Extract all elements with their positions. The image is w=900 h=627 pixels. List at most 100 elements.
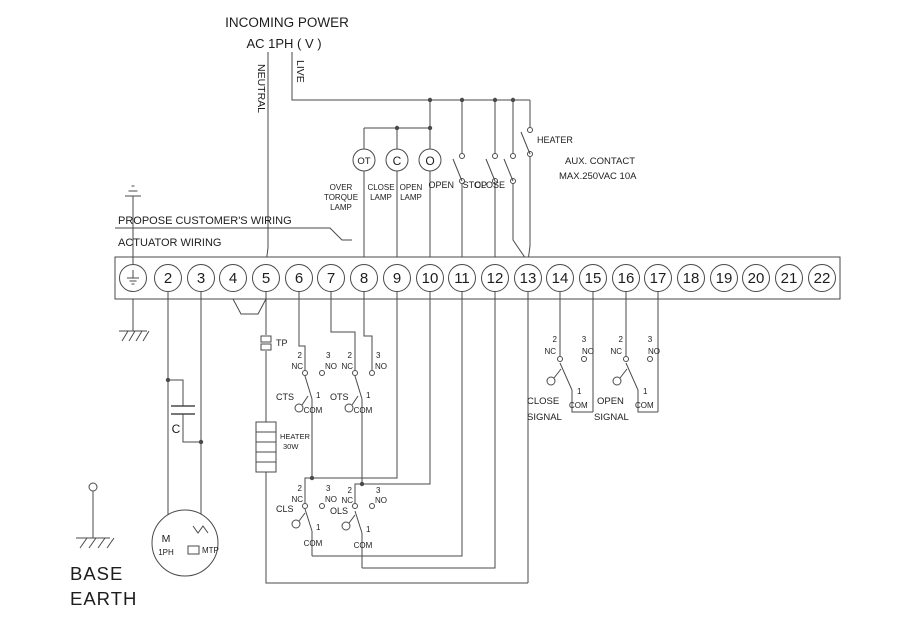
- terminal-number: 17: [650, 270, 667, 287]
- ols-no-label: NO: [375, 496, 387, 505]
- ground-icon: [119, 299, 150, 342]
- ols-nc-label: NC: [341, 496, 353, 505]
- close-signal-com-number: 1: [577, 387, 582, 396]
- section-divider-line: [115, 227, 352, 241]
- ots-no-number: 3: [376, 351, 381, 360]
- ols-com-number: 1: [366, 525, 371, 534]
- cls-no-label: NO: [325, 495, 337, 504]
- open-lamp-caption: LAMP: [400, 193, 422, 202]
- heater-box-icon: [255, 421, 277, 473]
- terminal-number: 15: [585, 270, 602, 287]
- cam-icon: [341, 521, 351, 531]
- ot-lamp-caption: OVER: [330, 183, 353, 192]
- close-signal-contact: 2 3 NC NO 1 COM CLOSE SIGNAL: [527, 335, 594, 423]
- motor: M 1PH MTP: [151, 509, 219, 577]
- heater-switch-label: HEATER: [537, 135, 573, 145]
- ols-arm: [354, 510, 363, 534]
- heater-box-wattage: 30W: [283, 442, 299, 451]
- stop-switch-arm: [485, 158, 496, 182]
- terminal-number: 14: [552, 270, 569, 287]
- incoming-power-label: INCOMING POWER: [225, 15, 349, 30]
- open-signal-no-number: 3: [648, 335, 653, 344]
- cts-arm: [304, 375, 313, 400]
- ots-arm: [354, 375, 363, 400]
- terminal-strip: 2 3 4 5 6 7 8 9 10 11 12 13 14 15 16 17 …: [114, 256, 841, 315]
- cls-com-label: COM: [304, 539, 323, 548]
- ols-nc-number: 2: [348, 486, 353, 495]
- ots-label: OTS: [330, 392, 349, 402]
- neutral-label: NEUTRAL: [255, 64, 267, 113]
- open-signal-label: OPEN: [597, 396, 624, 407]
- ground-icon: [76, 491, 115, 549]
- close-signal-no-number: 3: [582, 335, 587, 344]
- winding-icon: [192, 525, 209, 534]
- terminal-number: 12: [487, 270, 504, 287]
- close-signal-nc-label: NC: [544, 347, 556, 356]
- close-signal-label: CLOSE: [527, 396, 559, 407]
- junction-dots: [165, 97, 516, 487]
- close-lamp-icon: [385, 148, 409, 172]
- earth-icon: [125, 185, 141, 264]
- terminal-number: 16: [618, 270, 635, 287]
- ols-no-number: 3: [376, 486, 381, 495]
- terminal-number: 4: [229, 270, 237, 287]
- open-lamp-icon: [418, 148, 442, 172]
- mtp-icon: [187, 545, 200, 555]
- heater-switch-arm: [520, 131, 531, 155]
- ols-switch: 2 3 NC NO 1 COM OLS: [330, 486, 387, 550]
- base-earth-label: EARTH: [70, 588, 137, 609]
- motor-phase-label: 1PH: [158, 548, 174, 557]
- open-signal-no-label: NO: [648, 347, 660, 356]
- customer-wiring-label: PROPOSE CUSTOMER'S WIRING: [118, 215, 292, 227]
- close-signal-com-label: COM: [569, 401, 588, 410]
- terminal-number: 21: [781, 270, 798, 287]
- cts-nc-label: NC: [291, 362, 303, 371]
- cts-switch: 2 3 NC NO 1 COM CTS: [276, 351, 337, 415]
- stop-button-label: STOP: [463, 180, 487, 190]
- cam-icon: [291, 519, 301, 529]
- open-signal-label: SIGNAL: [594, 412, 629, 423]
- ots-nc-number: 2: [348, 351, 353, 360]
- close-button-label: CLOSE: [474, 180, 505, 190]
- open-lamp-symbol: O: [425, 154, 434, 168]
- open-signal-nc-label: NC: [610, 347, 622, 356]
- tp-icon: [260, 335, 272, 343]
- tp-icon: [260, 343, 272, 351]
- base-earth: BASE EARTH: [70, 482, 137, 609]
- base-earth-label: BASE: [70, 563, 123, 584]
- cls-label: CLS: [276, 504, 294, 514]
- motor-m-label: M: [162, 533, 171, 545]
- cam-icon: [344, 403, 354, 413]
- pushbutton-switches: OPEN STOP CLOSE: [428, 153, 516, 190]
- terminal-number: 22: [814, 270, 831, 287]
- open-signal-com-label: COM: [635, 401, 654, 410]
- cls-no-number: 3: [326, 484, 331, 493]
- terminal-number: 20: [748, 270, 765, 287]
- live-label: LIVE: [294, 60, 306, 83]
- earth-icon: [127, 270, 139, 285]
- open-switch-arm: [452, 158, 463, 182]
- tp-label: TP: [276, 338, 288, 348]
- aux-contact-note: AUX. CONTACT MAX.250VAC 10A: [559, 156, 637, 182]
- ots-com-number: 1: [366, 391, 371, 400]
- mtp-label: MTP: [202, 546, 219, 555]
- ot-lamp-symbol: OT: [357, 156, 370, 167]
- cts-no-label: NO: [325, 362, 337, 371]
- cls-arm: [304, 508, 313, 532]
- terminal-number: 5: [262, 270, 270, 287]
- header: INCOMING POWER AC 1PH ( V ) NEUTRAL LIVE: [225, 15, 349, 113]
- motor-icon: [151, 509, 219, 577]
- capacitor-label: C: [172, 422, 181, 436]
- close-signal-label: SIGNAL: [527, 412, 562, 423]
- ots-no-label: NO: [375, 362, 387, 371]
- cam-icon: [294, 403, 304, 413]
- cam-icon: [546, 376, 556, 386]
- ols-com-label: COM: [354, 541, 373, 550]
- customer-wiring-lines: [265, 52, 531, 264]
- earth-terminal: [119, 264, 147, 292]
- terminal-number: 6: [295, 270, 303, 287]
- terminal-number: 9: [393, 270, 401, 287]
- close-lamp-symbol: C: [393, 154, 402, 168]
